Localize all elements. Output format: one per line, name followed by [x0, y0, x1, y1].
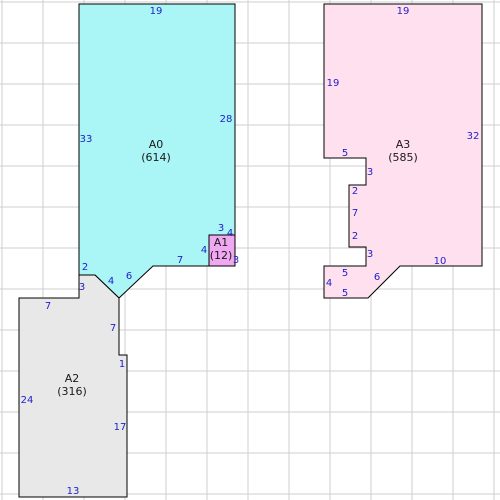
dimension-label: 4 [227, 228, 233, 239]
dimension-label: 28 [220, 114, 233, 125]
dimension-label: 3 [367, 249, 373, 260]
dimension-label: 6 [126, 271, 132, 282]
dimension-label: 5 [342, 268, 348, 279]
area-a0-name: A0 [149, 138, 164, 151]
dimension-label: 4 [201, 245, 207, 256]
dimension-label: 3 [233, 255, 239, 266]
dimension-label: 3 [79, 282, 85, 293]
dimension-label: 17 [114, 422, 127, 433]
dimension-label: 7 [352, 208, 358, 219]
dimension-label: 7 [177, 255, 183, 266]
dimension-label: 2 [352, 186, 358, 197]
dimension-label: 32 [467, 131, 480, 142]
area-a0-value: (614) [141, 151, 171, 164]
dimension-label: 6 [374, 272, 380, 283]
dimension-label: 2 [82, 262, 88, 273]
area-a1-name: A1 [214, 236, 229, 249]
area-a3-shape[interactable] [323, 3, 483, 299]
area-a2-shape[interactable] [18, 274, 128, 498]
area-a1-shape[interactable] [208, 234, 236, 267]
area-a3-value: (585) [388, 151, 418, 164]
dimension-label: 4 [326, 278, 332, 289]
dimension-label: 19 [150, 6, 163, 17]
dimension-label: 19 [397, 6, 410, 17]
area-a3-name: A3 [396, 138, 411, 151]
dimension-label: 5 [342, 148, 348, 159]
dimension-label: 3 [367, 167, 373, 178]
dimension-label: 4 [108, 276, 114, 287]
area-shapes [18, 3, 483, 498]
dimension-label: 1 [119, 359, 125, 370]
dimension-label: 19 [327, 78, 340, 89]
dimension-label: 13 [67, 486, 80, 497]
dimension-label: 24 [21, 395, 34, 406]
dimension-label: 7 [110, 323, 116, 334]
dimension-label: 10 [434, 256, 447, 267]
dimension-label: 5 [342, 288, 348, 299]
dimension-label: 7 [45, 301, 51, 312]
dimension-label: 33 [80, 134, 93, 145]
dimension-label: 3 [218, 223, 224, 234]
area-a1-value: (12) [210, 249, 233, 262]
area-a2-value: (316) [57, 385, 87, 398]
area-a2-name: A2 [65, 372, 80, 385]
dimension-label: 2 [352, 231, 358, 242]
